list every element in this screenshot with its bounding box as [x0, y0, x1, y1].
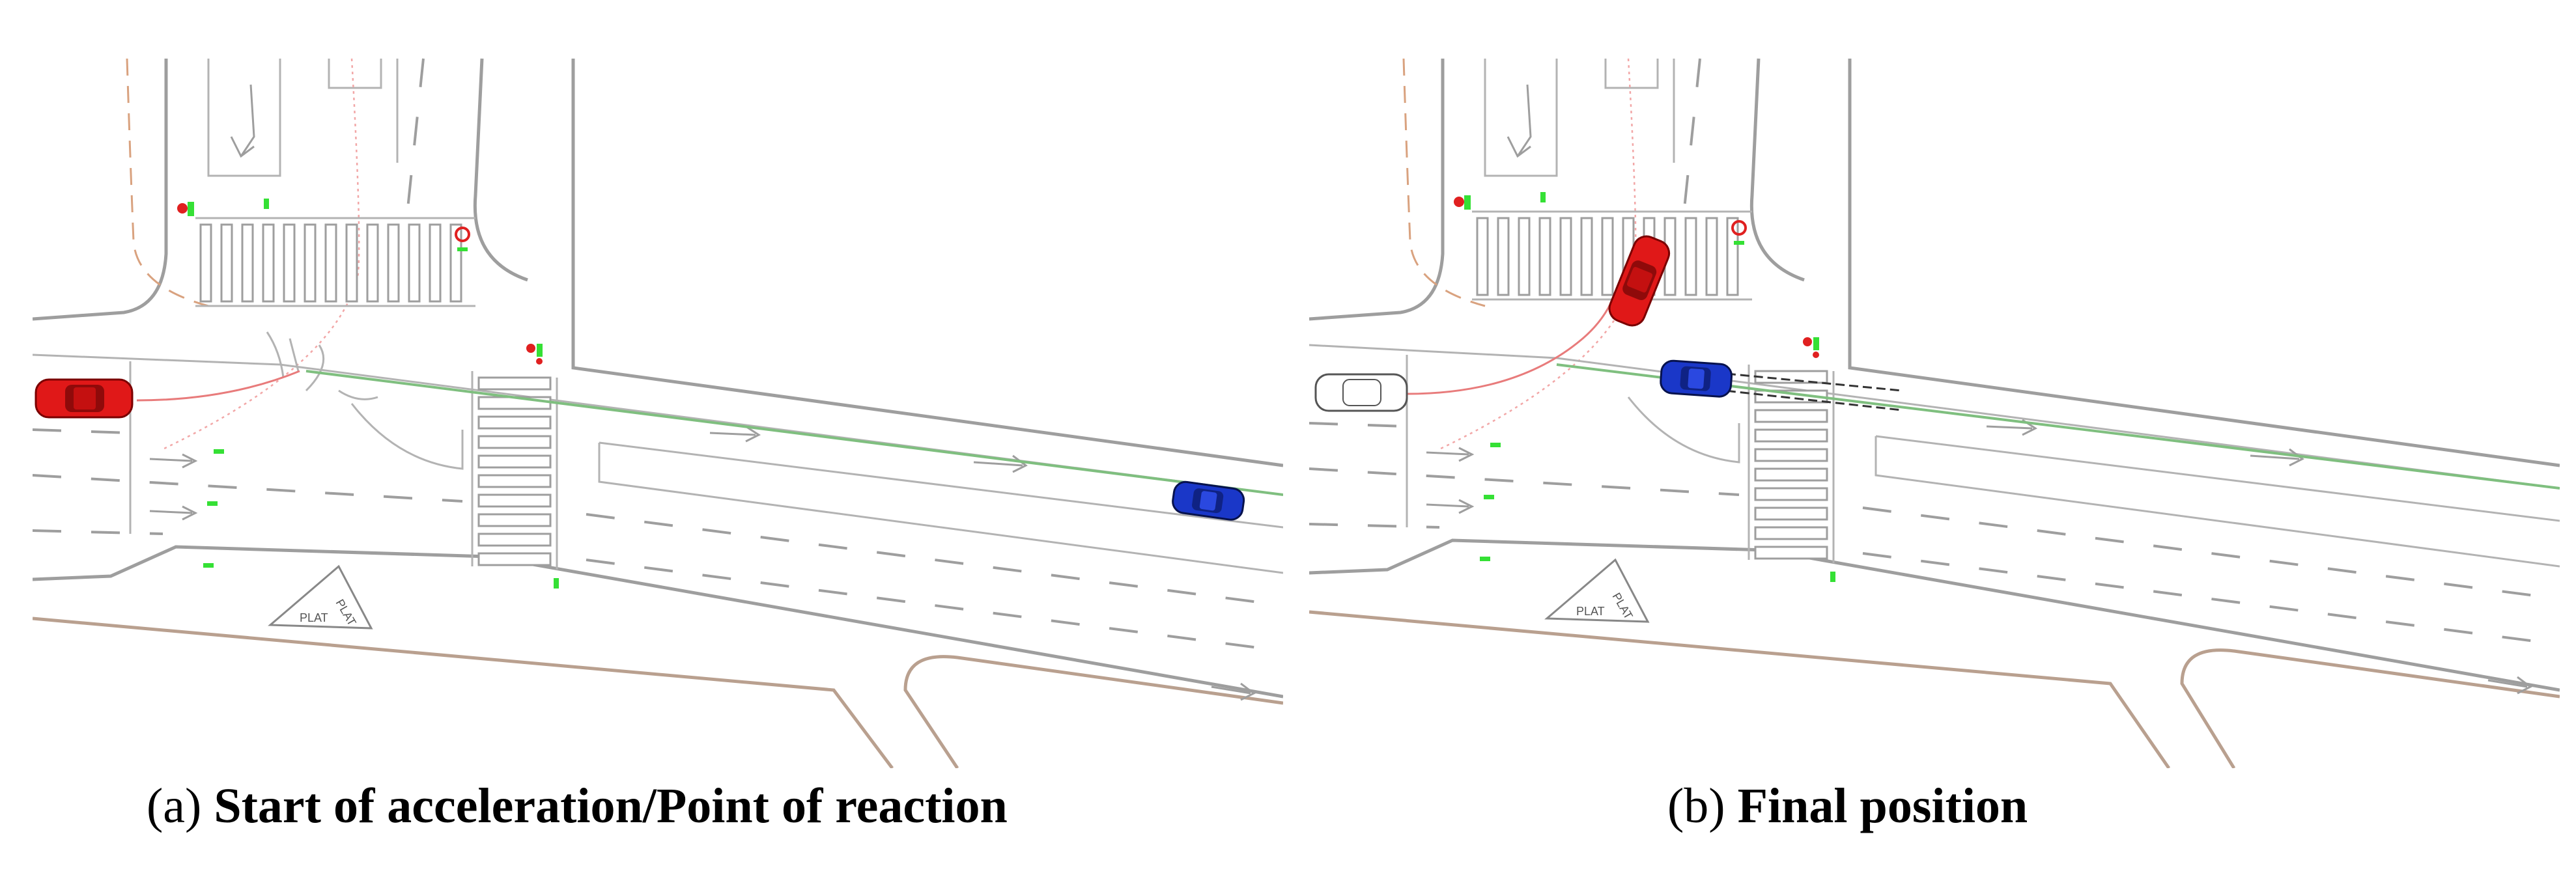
lane-dash: [1309, 422, 1408, 428]
direction-arrow-icon: [1211, 682, 1256, 701]
road-edge: [1309, 344, 2560, 490]
panel-a-intersection-diagram: PLAT PLAT: [33, 0, 1283, 768]
road-edge: [33, 353, 1283, 496]
lane-line: [599, 441, 1283, 529]
crosswalk-edge: [1748, 365, 1835, 563]
pedestrian-signal-icon: [455, 227, 470, 251]
direction-arrow-icon: [230, 84, 255, 158]
crosswalk-edge: [195, 217, 475, 307]
lane-line: [1875, 435, 2560, 522]
lane-dash: [586, 559, 1283, 652]
pedestrian-signal-icon: [554, 578, 559, 589]
road-edge: [1309, 538, 2560, 692]
road-edge: [1848, 59, 2560, 467]
traffic-signal-icon: [1454, 195, 1471, 210]
direction-arrow-icon: [2487, 676, 2532, 695]
panel-b-canvas: PLAT PLAT: [1309, 58, 2560, 768]
road-edge: [33, 545, 1283, 699]
blue-car-icon: [1172, 480, 1245, 521]
direction-arrow-icon: [1507, 84, 1532, 158]
direction-arrow-icon: [973, 454, 1028, 473]
crosswalk-top: [199, 223, 462, 303]
caption-panel-a: (a) Start of acceleration/Point of react…: [147, 778, 1008, 835]
ghost-car-icon: [1314, 373, 1408, 412]
guide-line: [162, 58, 360, 450]
guide-line: [1402, 58, 1486, 307]
lane-dash: [1309, 523, 1440, 529]
direction-arrow-icon: [2250, 448, 2304, 467]
panel-a-canvas: PLAT PLAT: [33, 58, 1283, 768]
kerb-line: [903, 655, 1283, 768]
island: [350, 403, 464, 470]
crosswalk-middle: [477, 376, 552, 566]
red-car-icon: [1608, 235, 1671, 327]
road-edge: [571, 59, 1283, 467]
red-car-trajectory: [1406, 292, 1617, 395]
panel-label: (b): [1667, 779, 1725, 833]
lane-dash: [1309, 467, 1740, 496]
island: [1484, 59, 1558, 177]
lane-dash: [33, 428, 131, 434]
direction-arrow-icon: [1426, 447, 1475, 462]
kerb-line: [1309, 610, 2171, 768]
kerb-line: [33, 617, 894, 768]
reaction-arc: [266, 331, 378, 400]
direction-arrow-icon: [1426, 499, 1475, 514]
caption-panel-b: (b) Final position: [1667, 778, 2028, 835]
red-car-trajectory: [136, 370, 300, 402]
red-car-icon: [35, 378, 134, 419]
panel-label: (a): [147, 779, 202, 833]
road-edge: [33, 59, 168, 321]
pedestrian-signal-icon: [264, 199, 269, 209]
island: [207, 59, 281, 177]
road-edge: [1309, 59, 1445, 321]
pedestrian-signal-icon: [1480, 557, 1490, 561]
pedestrian-signal-icon: [1830, 572, 1835, 582]
skid-mark: [1712, 388, 1903, 411]
road-edge: [1749, 58, 1805, 282]
crosswalk-middle: [1754, 370, 1828, 560]
island: [1604, 59, 1659, 89]
direction-arrow-icon: [149, 453, 198, 469]
panel-b-intersection-diagram: PLAT PLAT: [1309, 0, 2560, 768]
traffic-signal-icon: [177, 202, 194, 216]
yield-sign-icon: PLAT PLAT: [1544, 558, 1650, 623]
svg-text:PLAT: PLAT: [300, 611, 328, 624]
lane-dash: [1862, 552, 2560, 646]
traffic-signal-icon: [1803, 337, 1819, 358]
median: [1875, 436, 2560, 568]
direction-arrow-icon: [709, 425, 761, 443]
island: [328, 59, 382, 89]
median: [598, 443, 1283, 574]
crosswalk-edge: [471, 371, 558, 570]
crosswalk-top: [1476, 217, 1739, 296]
panel-caption-text: Start of acceleration/Point of reaction: [214, 779, 1008, 833]
pedestrian-signal-icon: [214, 449, 224, 454]
pedestrian-signal-icon: [1484, 495, 1494, 499]
pedestrian-signal-icon: [203, 563, 214, 568]
lane-dash: [33, 474, 463, 503]
island: [1627, 396, 1740, 464]
yield-sign-icon: PLAT PLAT: [268, 564, 373, 630]
pedestrian-signal-icon: [1540, 192, 1546, 202]
kerb-line: [2180, 648, 2560, 768]
blue-car-icon: [1660, 359, 1733, 398]
pedestrian-signal-icon: [1490, 443, 1501, 447]
pedestrian-signal-icon: [207, 501, 218, 506]
direction-arrow-icon: [149, 505, 198, 521]
pedestrian-signal-icon: [1731, 220, 1747, 245]
blue-car-trajectory: [305, 370, 1283, 496]
lane-dash: [1682, 58, 1701, 215]
guide-line: [126, 58, 209, 307]
lane-dash: [33, 529, 163, 535]
traffic-signal-icon: [526, 344, 543, 365]
svg-text:PLAT: PLAT: [1576, 605, 1605, 618]
lane-dash: [406, 58, 425, 215]
skid-mark: [1712, 371, 1903, 392]
panel-caption-text: Final position: [1737, 779, 2028, 833]
road-edge: [473, 58, 528, 282]
